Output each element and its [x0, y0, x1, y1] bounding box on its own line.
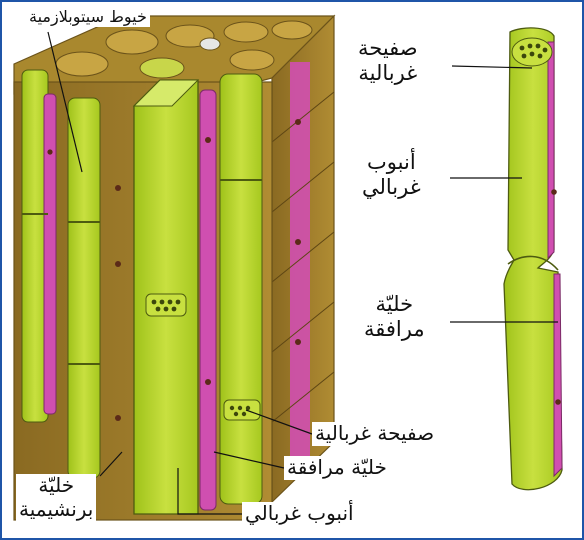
- isolated-sieve-tube: [504, 28, 562, 490]
- label-companion-cell-right: خليّة مرافقة: [364, 292, 425, 342]
- label-sieve-plate-bottom: صفيحة غربالية: [312, 422, 437, 446]
- label-companion-cell-bottom: خليّة مرافقة: [284, 456, 390, 480]
- block-front-face: [14, 70, 301, 520]
- label-sieve-tube-right: أنبوب غربالي: [362, 150, 421, 200]
- label-parenchyma-cell: خليّة برنشيمية: [16, 474, 96, 521]
- label-plasmodesmata: خيوط سيتوبلازمية: [26, 8, 150, 27]
- label-sieve-tube-bottom: أنبوب غربالي: [242, 502, 357, 526]
- label-sieve-plate-right: صفيحة غربالية: [358, 36, 418, 86]
